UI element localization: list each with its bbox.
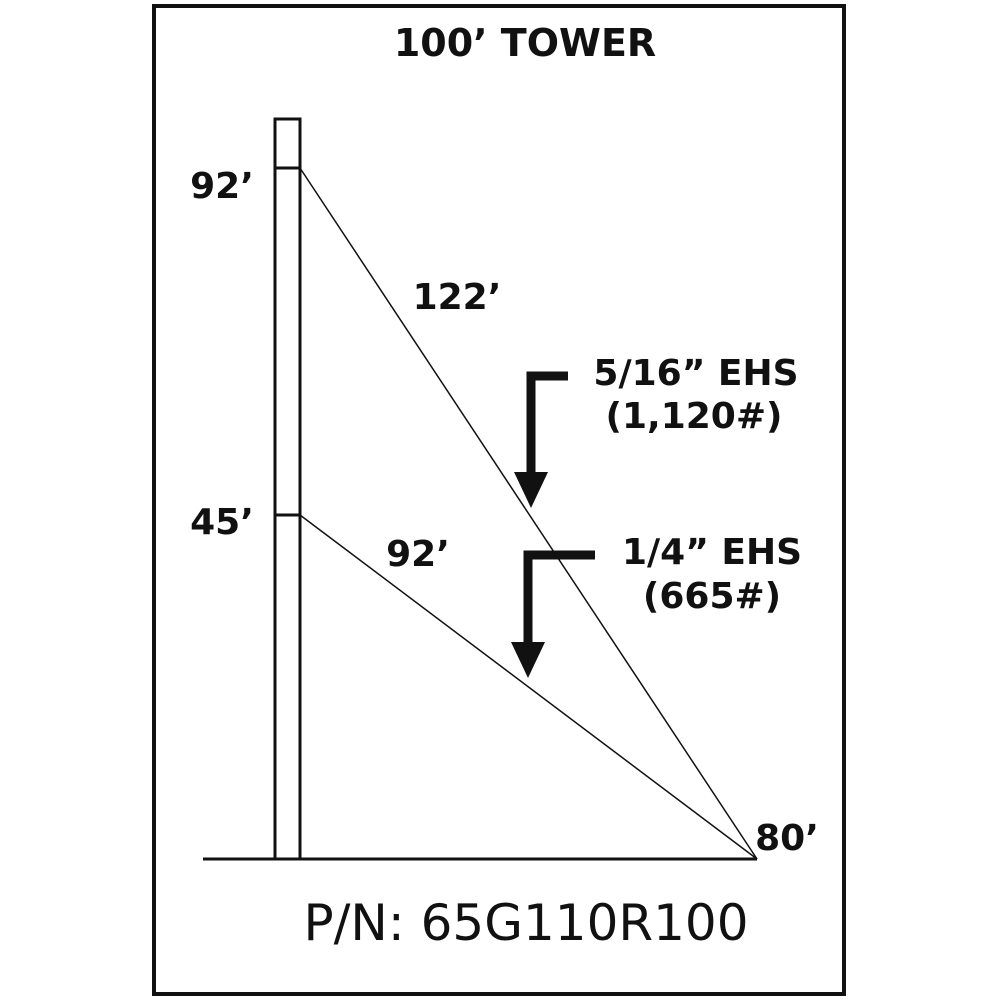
lower-cable-spec: 1/4” EHS bbox=[622, 532, 802, 573]
upper-guy-wire bbox=[299, 167, 758, 860]
diagram-title: 100’ TOWER bbox=[394, 21, 656, 65]
upper-attachment-height-label: 92’ bbox=[190, 166, 254, 207]
upper-guy-length-label: 122’ bbox=[413, 277, 502, 318]
part-number: P/N: 65G110R100 bbox=[303, 894, 748, 952]
lower-attachment-height-label: 45’ bbox=[190, 502, 254, 543]
lower-cable-callout-arrow bbox=[511, 550, 595, 678]
diagram-frame bbox=[152, 4, 846, 996]
upper-cable-load: (1,120#) bbox=[606, 396, 783, 437]
lower-cable-load: (665#) bbox=[643, 576, 781, 617]
lower-guy-wire bbox=[299, 514, 758, 860]
anchor-distance-label: 80’ bbox=[755, 818, 819, 859]
upper-cable-callout-arrow bbox=[514, 371, 568, 508]
lower-guy-length-label: 92’ bbox=[386, 534, 450, 575]
upper-cable-spec: 5/16” EHS bbox=[593, 353, 798, 394]
tower-mast bbox=[273, 117, 302, 861]
